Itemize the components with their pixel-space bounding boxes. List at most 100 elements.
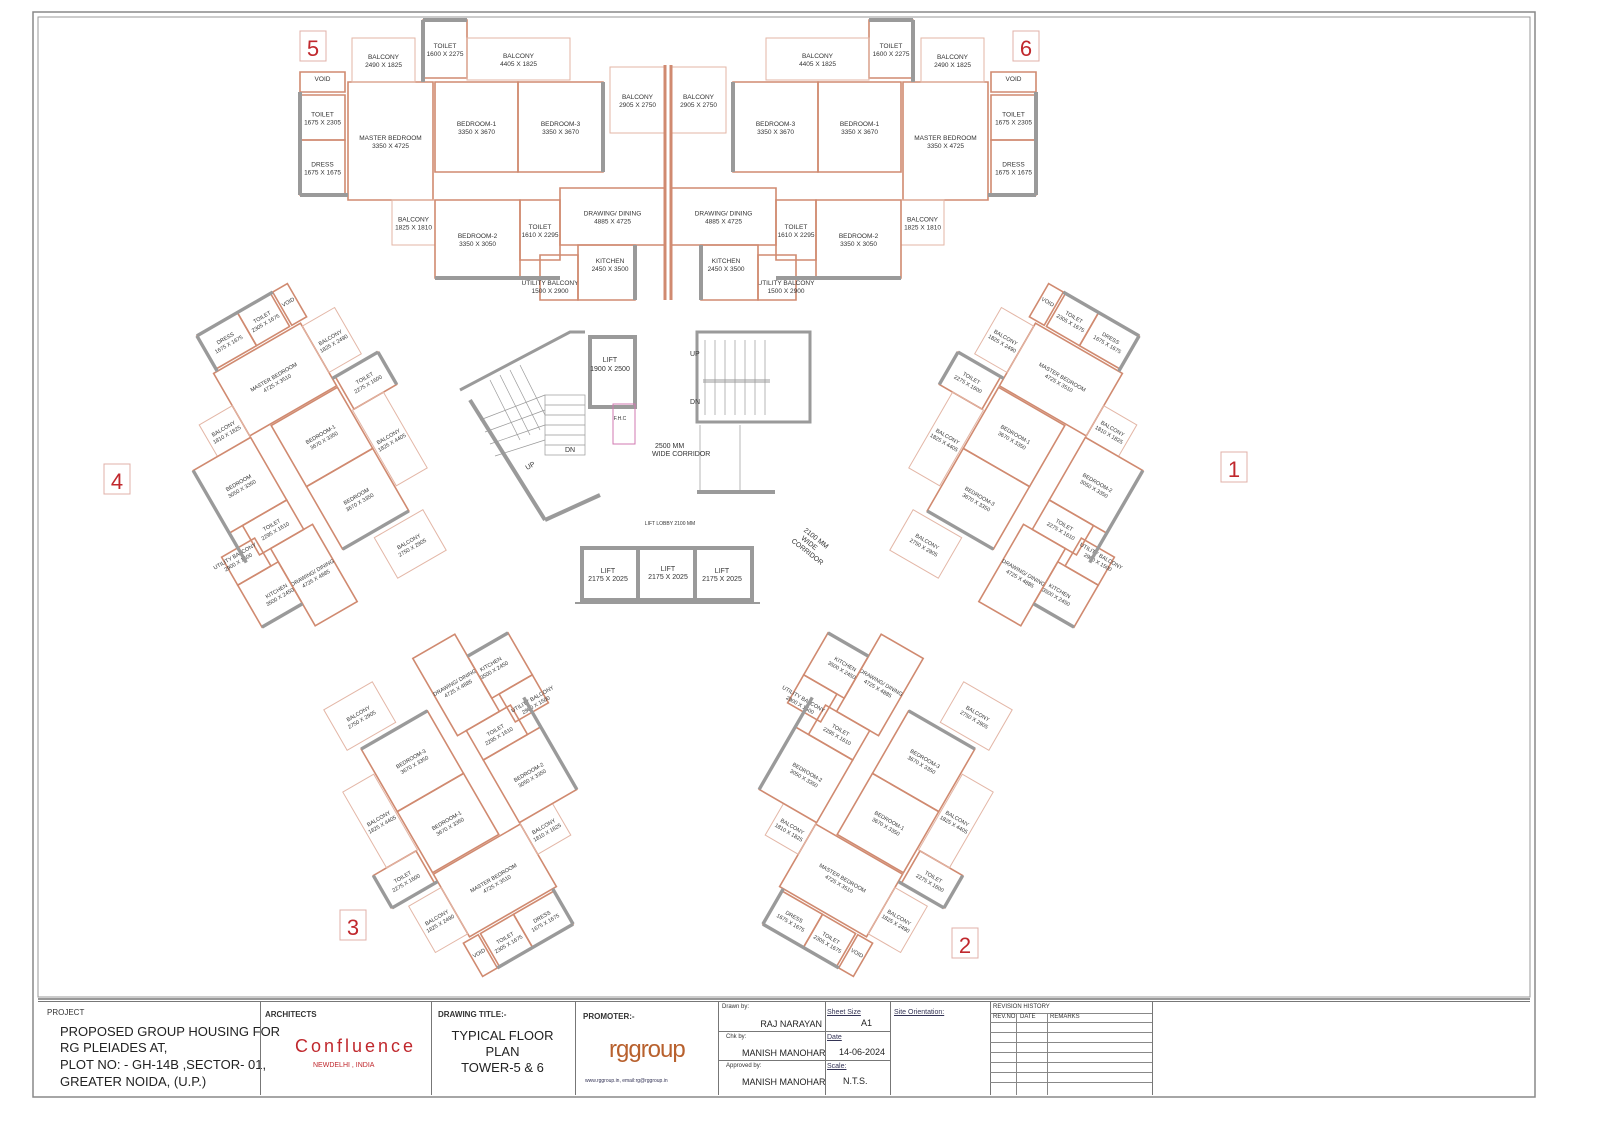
drawing-title-label: DRAWING TITLE:-: [438, 1010, 507, 1019]
lift-bank: [575, 546, 760, 604]
wall: [341, 509, 410, 551]
room-size: 1675 X 1675: [995, 170, 1032, 177]
wall: [757, 696, 814, 791]
room-name: TOILET: [880, 43, 903, 50]
lift-1-size: 2175 X 2025: [588, 576, 628, 583]
room-name: BEDROOM-3: [756, 121, 796, 128]
room-outline: [835, 633, 925, 737]
room-size: 4405 X 1825: [500, 61, 537, 68]
room-outline: [466, 37, 571, 81]
room-outline: [889, 509, 963, 579]
room-size: 1610 X 2295: [522, 232, 559, 239]
room-size: 3350 X 3670: [841, 129, 878, 136]
corridor-label-1: 2500 MM: [655, 443, 684, 450]
drawn-by-label: Drawn by:: [722, 1004, 750, 1010]
wall: [391, 880, 439, 910]
room-name: VOID: [1006, 76, 1022, 83]
room-outline: [990, 71, 1037, 93]
wall: [1117, 335, 1141, 373]
lift-small-label: LIFT: [603, 357, 618, 364]
room-size: 1825 X 1810: [904, 225, 941, 232]
room-outline: [926, 447, 1031, 551]
room-name: UTILITY BALCONY: [522, 280, 580, 287]
room-name: MASTER BEDROOM: [359, 135, 421, 142]
room-outline: [342, 773, 419, 869]
room-name: VOID: [315, 76, 331, 83]
room-outline: [775, 199, 817, 261]
sheet-border: [32, 11, 1536, 1098]
room-name: KITCHEN: [596, 258, 625, 265]
room-outline: [269, 523, 359, 627]
drawing-title-line-2: PLAN: [485, 1044, 520, 1059]
room-outline: [920, 37, 985, 83]
unit-number-1: 1: [1228, 457, 1240, 482]
project-cell: PROJECT PROPOSED GROUP HOUSING FOR RG PL…: [38, 1002, 280, 1095]
room-outline: [360, 709, 465, 813]
drawn-by-cell: Drawn by: RAJ NARAYAN Chk by: MANISH MAN…: [718, 1002, 890, 1095]
wall: [907, 709, 976, 751]
room-size: 1600 X 2275: [427, 51, 464, 58]
lift-2-label: LIFT: [661, 566, 676, 573]
date-value: 14-06-2024: [839, 1047, 886, 1057]
right-staircase: [695, 330, 812, 494]
sheet-size-label: Sheet Size: [827, 1009, 861, 1016]
room-size: 4405 X 1825: [799, 61, 836, 68]
room-size: 2490 X 1825: [365, 62, 402, 69]
room-outline: [271, 282, 308, 327]
room-outline: [301, 306, 362, 374]
rev-col-no: REV.NO: [993, 1014, 1016, 1020]
unit-number-4: 4: [111, 469, 123, 494]
sheet-info-cell: Sheet Size A1 Date 14-06-2024 Scale: N.T…: [825, 1002, 891, 1095]
approved-by-label: Approved by:: [726, 1063, 762, 1069]
checked-by-value: MANISH MANOHAR: [742, 1048, 826, 1058]
wall: [926, 509, 995, 551]
lift-lobby-label: LIFT LOBBY 2100 MM: [645, 521, 695, 527]
unit-number-6: 6: [1020, 36, 1032, 61]
wall: [331, 350, 379, 380]
scale-value: N.T.S.: [843, 1076, 868, 1086]
lift-2-size: 2175 X 2025: [648, 574, 688, 581]
room-outline: [1028, 282, 1065, 327]
corridor-label-2: WIDE CORRIDOR: [652, 451, 710, 458]
project-line-2: RG PLEIADES AT,: [60, 1040, 168, 1055]
lift-3-size: 2175 X 2025: [702, 576, 742, 583]
room-size: 3350 X 3670: [542, 129, 579, 136]
wall: [761, 887, 785, 925]
room-outline: [908, 391, 985, 487]
drawing-title-line-3: TOWER-5 & 6: [461, 1060, 544, 1075]
lift-1-label: LIFT: [601, 568, 616, 575]
wall: [897, 880, 945, 910]
room-size: 4885 X 4725: [594, 219, 631, 226]
room-outline: [462, 933, 499, 978]
room-size: 1610 X 2295: [778, 232, 815, 239]
wall: [551, 887, 575, 925]
room-outline: [807, 704, 871, 762]
room-name: VOID: [472, 948, 487, 960]
scale-label: Scale:: [827, 1063, 847, 1070]
wall: [360, 709, 429, 751]
room-outline: [871, 709, 976, 813]
room-size: 2905 X 2750: [619, 102, 656, 109]
wall: [1062, 290, 1140, 338]
room-outline: [323, 681, 397, 751]
architects-cell: ARCHITECTS Confluence NEWDELHI , INDIA: [260, 1002, 432, 1095]
room-size: 1825 X 1810: [395, 225, 432, 232]
room-outline: [299, 71, 346, 93]
fhc-label: F.H.C: [614, 416, 627, 422]
wall: [1088, 469, 1145, 564]
revision-history-label: REVISION HISTORY: [993, 1004, 1050, 1010]
room-outline: [837, 933, 874, 978]
wall: [195, 335, 219, 373]
room-name: DRAWING/ DINING: [695, 211, 753, 218]
wall: [496, 922, 574, 970]
room-name: BALCONY: [503, 53, 535, 60]
room-size: 3350 X 3670: [757, 129, 794, 136]
room-size: 3350 X 4725: [927, 143, 964, 150]
room-name: VOID: [281, 297, 296, 309]
room-name: BEDROOM-2: [458, 233, 498, 240]
